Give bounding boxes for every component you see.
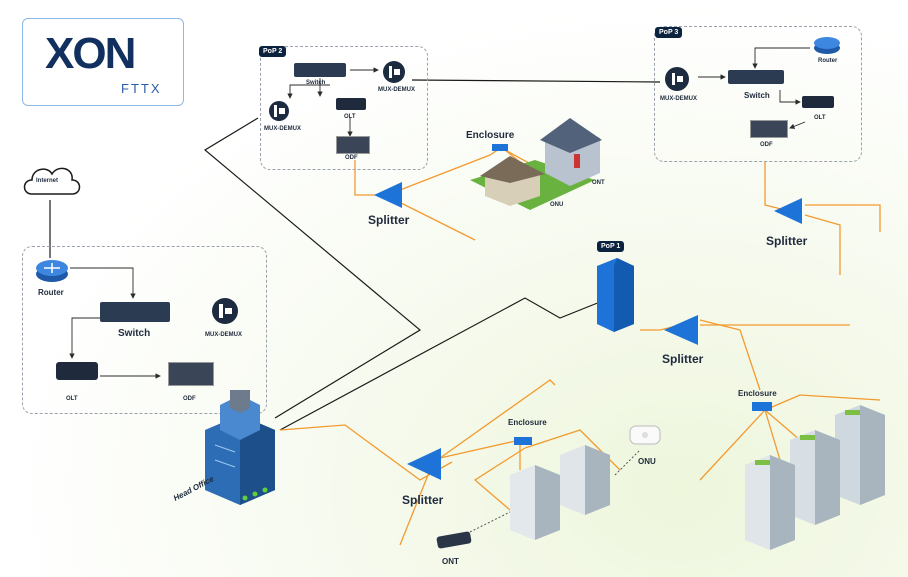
pop3-tag: PoP 3 bbox=[655, 27, 683, 38]
link-pop2-pop3 bbox=[411, 79, 661, 83]
pop2-olt-device bbox=[336, 98, 366, 110]
router-icon bbox=[36, 260, 68, 282]
odf-device bbox=[168, 362, 214, 386]
pop2-olt-label: OLT bbox=[344, 114, 356, 120]
houses-enclosure-device bbox=[492, 144, 508, 151]
pop3-odf-label: ODF bbox=[760, 142, 773, 148]
houses-icon bbox=[470, 118, 602, 210]
pop3-mux-icon bbox=[665, 67, 689, 91]
pop1-enclosure-device bbox=[752, 402, 772, 411]
pop3-mux-label: MUX-DEMUX bbox=[660, 96, 697, 102]
pop2-box bbox=[260, 46, 428, 170]
pop3-switch-label: Switch bbox=[744, 91, 770, 100]
houses-enclosure-label: Enclosure bbox=[466, 130, 515, 141]
pop1-cabinet-icon bbox=[597, 258, 634, 332]
pop2-mux-left-icon bbox=[269, 101, 289, 121]
bottom-splitter-icon bbox=[407, 448, 441, 480]
odf-label: ODF bbox=[183, 396, 196, 402]
bottom-buildings-icon bbox=[510, 445, 610, 540]
pop1-enclosure-label: Enclosure bbox=[738, 389, 777, 398]
internet-label: Internet bbox=[36, 178, 59, 184]
link-head-office-pop1 bbox=[279, 297, 606, 431]
pop3-olt-label: OLT bbox=[814, 115, 826, 121]
pop1-splitter-icon bbox=[664, 315, 698, 345]
mux-demux-icon bbox=[212, 298, 238, 324]
pop2-mux-right-label: MUX-DEMUX bbox=[378, 87, 415, 93]
head-office-box bbox=[22, 246, 267, 414]
pop2-splitter-icon bbox=[374, 182, 402, 208]
houses-ont-label: ONT bbox=[592, 180, 605, 186]
houses-onu-label: ONU bbox=[550, 202, 564, 208]
pop2-mux-right-icon bbox=[383, 61, 405, 83]
pop2-odf-device bbox=[336, 136, 370, 154]
onu-device-icon bbox=[629, 425, 661, 445]
pop1-splitter-label: Splitter bbox=[662, 352, 704, 366]
olt-device bbox=[56, 362, 98, 380]
bottom-onu-label: ONU bbox=[638, 457, 656, 466]
link-head-office-pop2 bbox=[203, 117, 422, 419]
pop1-tag: PoP 1 bbox=[597, 241, 625, 252]
bottom-ont-label: ONT bbox=[442, 557, 459, 566]
pop2-switch-label: Switch bbox=[306, 80, 326, 86]
bottom-splitter-label: Splitter bbox=[402, 493, 444, 507]
olt-label: OLT bbox=[66, 396, 78, 402]
bottom-enclosure-label: Enclosure bbox=[508, 418, 547, 427]
head-office-building-icon bbox=[205, 390, 275, 505]
pop3-odf-device bbox=[750, 120, 788, 138]
apartment-buildings-icon bbox=[745, 405, 885, 550]
pop2-mux-left-label: MUX-DEMUX bbox=[264, 126, 301, 132]
pop2-tag: PoP 2 bbox=[259, 46, 287, 57]
pop3-splitter-label: Splitter bbox=[766, 234, 808, 248]
mux-demux-label: MUX-DEMUX bbox=[205, 332, 242, 338]
pop3-router-label: Router bbox=[818, 58, 838, 64]
logo-brand: XON bbox=[45, 29, 136, 78]
switch-label: Switch bbox=[118, 328, 151, 339]
xon-logo: XON FTTX bbox=[22, 18, 184, 106]
pop3-olt-device bbox=[802, 96, 834, 108]
pop3-switch-device bbox=[728, 70, 784, 84]
pop3-box bbox=[654, 26, 862, 162]
logo-sub: FTTX bbox=[121, 81, 162, 96]
router-label: Router bbox=[38, 288, 64, 297]
pop2-splitter-label: Splitter bbox=[368, 213, 410, 227]
bottom-enclosure-device bbox=[514, 437, 532, 445]
internet-cloud-icon bbox=[23, 167, 81, 195]
pop2-odf-label: ODF bbox=[345, 155, 358, 161]
pop3-splitter-icon bbox=[774, 198, 802, 224]
pop2-switch-device bbox=[294, 63, 346, 77]
pop3-router-icon bbox=[814, 37, 840, 54]
switch-device bbox=[100, 302, 170, 322]
